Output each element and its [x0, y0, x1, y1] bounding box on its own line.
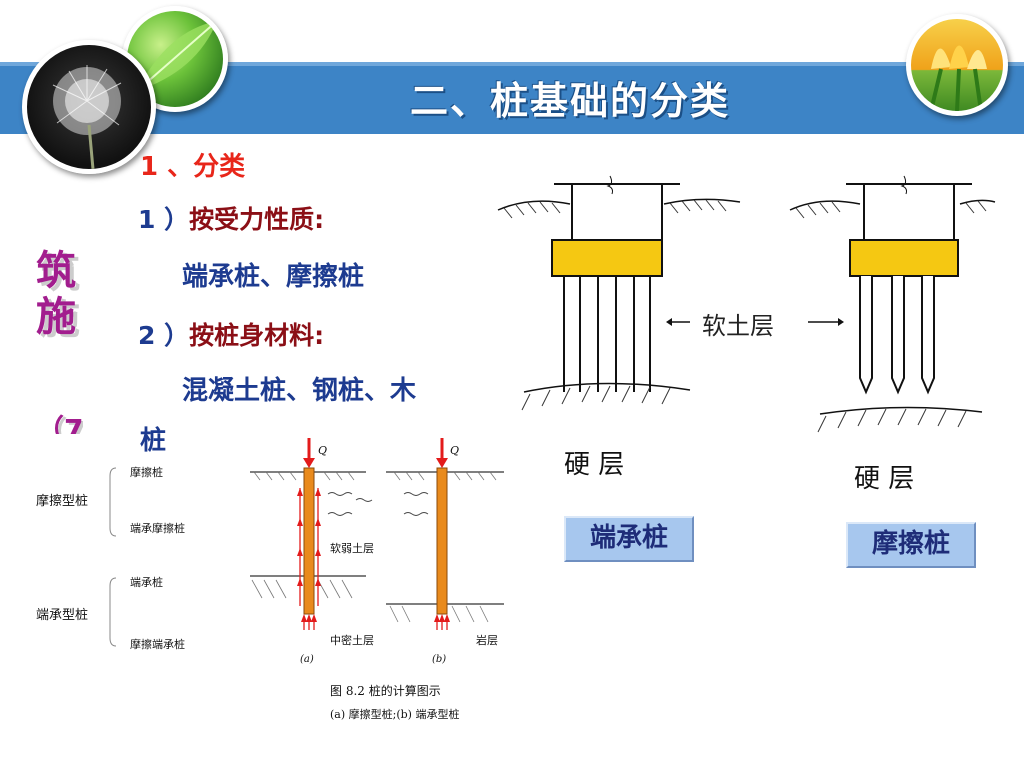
hard-layer-left: 硬 层	[564, 450, 625, 480]
subheading-1-number: 1 ）	[138, 205, 190, 234]
load-label-b: Q	[450, 444, 460, 457]
vertical-char-2: 施	[36, 294, 76, 340]
hard-layer-right: 硬 层	[854, 464, 915, 494]
flower-photo	[906, 14, 1008, 116]
subheading-1: 1 ）按受力性质:	[138, 200, 324, 236]
dandelion-icon	[52, 65, 122, 169]
content-line-3: 桩	[140, 426, 167, 456]
content-line-1: 端承桩、摩擦桩	[182, 262, 365, 292]
tree-child-3: 端承桩	[130, 576, 163, 589]
figure-caption-2: (a) 摩擦型桩;(b) 端承型桩	[330, 708, 460, 721]
tree-child-1: 摩擦桩	[130, 466, 163, 479]
subheading-2: 2 ）按桩身材料:	[138, 316, 324, 352]
sub-label-b: (b)	[432, 654, 447, 665]
subheading-2-label: 按桩身材料:	[189, 321, 325, 350]
pile-types-diagram	[497, 175, 996, 433]
end-bearing-label: 端承桩	[564, 516, 694, 562]
tree-child-2: 端承摩擦桩	[130, 522, 185, 535]
soft-soil-label: 软土层	[702, 312, 774, 340]
dandelion-photo	[22, 40, 156, 174]
section-heading: 1 、分类	[140, 152, 246, 182]
vertical-fragment: （7	[36, 413, 84, 434]
subheading-1-label: 按受力性质:	[189, 205, 325, 234]
sub-label-a: (a)	[300, 654, 314, 665]
soft-layer-label: 软弱土层	[330, 542, 374, 555]
figure-caption: 图 8.2 桩的计算图示	[330, 684, 441, 698]
pile-calc-figure	[250, 438, 504, 630]
header-banner-highlight	[0, 62, 1024, 66]
friction-label: 摩擦桩	[846, 522, 976, 568]
tree-child-4: 摩擦端承桩	[130, 638, 185, 651]
rock-layer-label: 岩层	[476, 634, 498, 647]
vertical-decoration: 筑 施	[36, 248, 76, 340]
slide-title: 二、桩基础的分类	[409, 79, 730, 123]
flower-icon	[929, 45, 987, 111]
content-line-2: 混凝土桩、钢桩、木	[182, 376, 417, 406]
load-label-a: Q	[318, 444, 328, 457]
vertical-char-1: 筑	[36, 248, 76, 294]
tree-brackets	[109, 467, 117, 647]
subheading-2-number: 2 ）	[138, 321, 190, 350]
tree-group-1: 摩擦型桩	[36, 494, 89, 509]
tree-group-2: 端承型桩	[36, 608, 89, 623]
mid-layer-label: 中密土层	[330, 634, 374, 647]
